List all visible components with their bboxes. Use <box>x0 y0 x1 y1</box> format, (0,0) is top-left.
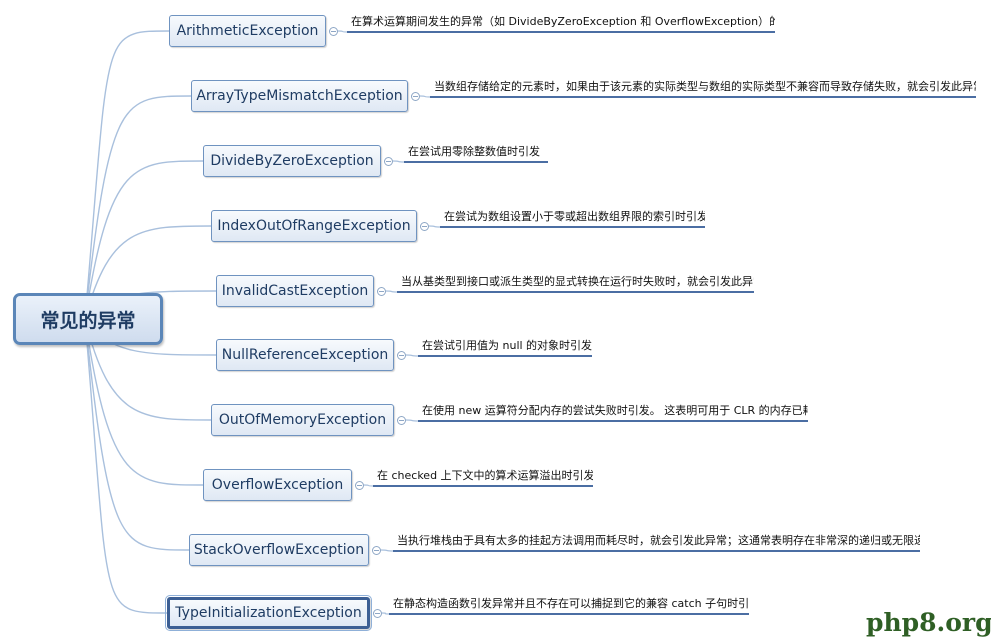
branch-connector <box>84 318 212 421</box>
topic-node[interactable]: ArithmeticException <box>169 15 326 47</box>
topic-node[interactable]: OutOfMemoryException <box>211 404 394 436</box>
collapse-toggle-icon[interactable] <box>397 416 406 425</box>
topic-node[interactable]: InvalidCastException <box>216 275 374 307</box>
topic-node[interactable]: IndexOutOfRangeException <box>211 210 417 242</box>
collapse-toggle-icon[interactable] <box>411 92 420 101</box>
watermark-logo: php8.org <box>866 608 991 637</box>
topic-label: TypeInitializationException <box>175 605 362 621</box>
collapse-toggle-icon[interactable] <box>384 157 393 166</box>
topic-description[interactable]: 在尝试引用值为 null 的对象时引发 <box>418 338 592 357</box>
topic-label: NullReferenceException <box>221 347 389 363</box>
collapse-toggle-icon[interactable] <box>372 546 381 555</box>
topic-description[interactable]: 当数组存储给定的元素时，如果由于该元素的实际类型与数组的实际类型不兼容而导致存储… <box>430 79 976 98</box>
collapse-toggle-icon[interactable] <box>329 27 338 36</box>
topic-description[interactable]: 当从基类型到接口或派生类型的显式转换在运行时失败时，就会引发此异常 <box>397 274 754 293</box>
description-connector <box>381 612 390 615</box>
topic-description[interactable]: 在尝试用零除整数值时引发 <box>404 144 548 163</box>
topic-description[interactable]: 当执行堆栈由于具有太多的挂起方法调用而耗尽时，就会引发此异常；这通常表明存在非常… <box>393 533 920 552</box>
topic-description[interactable]: 在使用 new 运算符分配内存的尝试失败时引发。 这表明可用于 CLR 的内存已… <box>418 403 808 422</box>
topic-description[interactable]: 在静态构造函数引发异常并且不存在可以捕捉到它的兼容 catch 子句时引发 <box>389 596 749 615</box>
collapse-toggle-icon[interactable] <box>355 481 364 490</box>
collapse-toggle-icon[interactable] <box>397 351 406 360</box>
collapse-toggle-icon[interactable] <box>377 287 386 296</box>
description-connector <box>337 30 348 33</box>
topic-label: OutOfMemoryException <box>218 412 387 428</box>
topic-node[interactable]: NullReferenceException <box>216 339 394 371</box>
description-connector <box>405 419 419 422</box>
topic-node[interactable]: TypeInitializationException <box>165 595 372 631</box>
topic-label: StackOverflowException <box>193 542 365 558</box>
topic-node[interactable]: OverflowException <box>203 469 352 501</box>
branch-connector <box>84 160 204 320</box>
description-connector <box>405 354 419 357</box>
topic-label: ArithmeticException <box>176 23 319 39</box>
description-connector <box>363 484 374 487</box>
description-connector <box>392 160 405 163</box>
description-connector <box>428 225 441 228</box>
description-connector <box>385 290 398 293</box>
topic-label: OverflowException <box>211 477 344 493</box>
collapse-toggle-icon[interactable] <box>373 609 382 618</box>
topic-description[interactable]: 在尝试为数组设置小于零或超出数组界限的索引时引发 <box>440 209 705 228</box>
branch-connector <box>84 30 170 320</box>
topic-label: DivideByZeroException <box>210 153 374 169</box>
collapse-toggle-icon[interactable] <box>420 222 429 231</box>
topic-node[interactable]: ArrayTypeMismatchException <box>191 80 408 112</box>
topic-description[interactable]: 在算术运算期间发生的异常（如 DivideByZeroException 和 O… <box>347 14 775 33</box>
branch-connector <box>84 225 212 320</box>
branch-connector <box>84 95 192 320</box>
topic-label: InvalidCastException <box>221 283 369 299</box>
branch-connector <box>84 318 204 486</box>
root-topic-label: 常见的异常 <box>40 309 136 332</box>
description-connector <box>419 95 431 98</box>
topic-node[interactable]: StackOverflowException <box>189 534 369 566</box>
topic-description[interactable]: 在 checked 上下文中的算术运算溢出时引发 <box>373 468 593 487</box>
description-connector <box>380 549 394 552</box>
topic-label: ArrayTypeMismatchException <box>196 88 403 104</box>
branch-connector <box>84 318 168 614</box>
topic-label: IndexOutOfRangeException <box>217 218 411 234</box>
root-topic[interactable]: 常见的异常 <box>13 293 163 345</box>
branch-connector <box>84 318 190 551</box>
topic-node[interactable]: DivideByZeroException <box>203 145 381 177</box>
